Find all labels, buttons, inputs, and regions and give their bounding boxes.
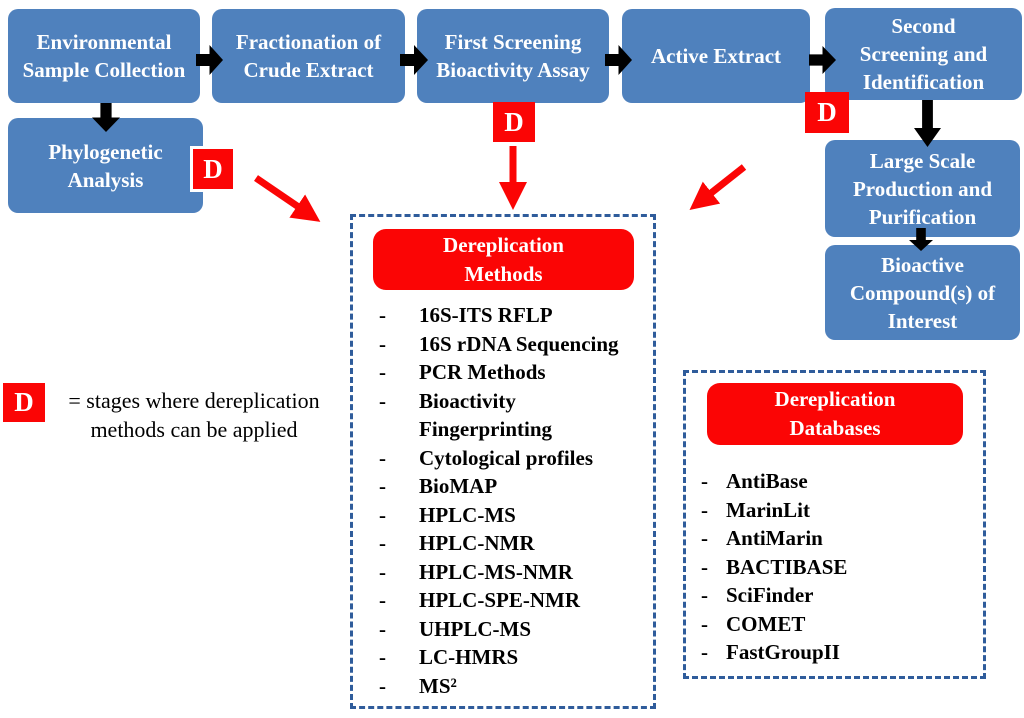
dereplication-marker-second-screening: D bbox=[805, 92, 849, 133]
stage-bioactive-compounds-of-interest: Bioactive Compound(s) of Interest bbox=[825, 245, 1020, 340]
list-item: AntiBase bbox=[686, 467, 979, 496]
list-item: HPLC-MS-NMR bbox=[353, 558, 649, 587]
stage-active-extract: Active Extract bbox=[622, 9, 810, 103]
list-item: MS² bbox=[353, 672, 649, 701]
list-item: 16S-ITS RFLP bbox=[353, 301, 649, 330]
methods-list: 16S-ITS RFLP16S rDNA SequencingPCR Metho… bbox=[353, 301, 649, 700]
dereplication-marker-first-screening: D bbox=[493, 102, 535, 142]
list-item: BACTIBASE bbox=[686, 553, 979, 582]
stage-phylogenetic-analysis: Phylogenetic Analysis bbox=[8, 118, 203, 213]
list-item: COMET bbox=[686, 610, 979, 639]
stage-large-scale-production-purification: Large Scale Production and Purification bbox=[825, 140, 1020, 237]
stage-environmental-sample-collection: Environmental Sample Collection bbox=[8, 9, 200, 103]
legend-d-symbol: D bbox=[3, 383, 45, 422]
list-item: SciFinder bbox=[686, 581, 979, 610]
dereplication-marker-phylogenetic: D bbox=[190, 146, 236, 192]
list-item: 16S rDNA Sequencing bbox=[353, 330, 649, 359]
list-item: BioMAP bbox=[353, 472, 649, 501]
dereplication-databases-panel: Dereplication Databases AntiBaseMarinLit… bbox=[683, 370, 986, 679]
list-item: HPLC-SPE-NMR bbox=[353, 586, 649, 615]
stage-fractionation-of-crude-extract: Fractionation of Crude Extract bbox=[212, 9, 405, 103]
stage-second-screening-identification: Second Screening and Identification bbox=[825, 8, 1022, 100]
list-item: MarinLit bbox=[686, 496, 979, 525]
red-arrow-icon bbox=[254, 175, 321, 222]
list-item: UHPLC-MS bbox=[353, 615, 649, 644]
list-item: Cytological profiles bbox=[353, 444, 649, 473]
dereplication-methods-panel: Dereplication Methods 16S-ITS RFLP16S rD… bbox=[350, 214, 656, 709]
list-item: PCR Methods bbox=[353, 358, 649, 387]
stage-first-screening-bioactivity-assay: First Screening Bioactivity Assay bbox=[417, 9, 609, 103]
list-item: HPLC-NMR bbox=[353, 529, 649, 558]
list-item: LC-HMRS bbox=[353, 643, 649, 672]
methods-panel-title-text: Dereplication Methods bbox=[443, 232, 564, 286]
databases-panel-title: Dereplication Databases bbox=[707, 383, 963, 445]
legend-text: = stages where dereplication methods can… bbox=[68, 388, 320, 442]
list-item: AntiMarin bbox=[686, 524, 979, 553]
list-item: Bioactivity Fingerprinting bbox=[353, 387, 649, 444]
list-item: FastGroupII bbox=[686, 638, 979, 667]
methods-panel-title: Dereplication Methods bbox=[373, 229, 634, 290]
databases-panel-title-text: Dereplication Databases bbox=[774, 387, 896, 440]
red-arrow-icon bbox=[689, 164, 747, 211]
databases-list: AntiBaseMarinLitAntiMarinBACTIBASESciFin… bbox=[686, 467, 979, 667]
list-item: HPLC-MS bbox=[353, 501, 649, 530]
